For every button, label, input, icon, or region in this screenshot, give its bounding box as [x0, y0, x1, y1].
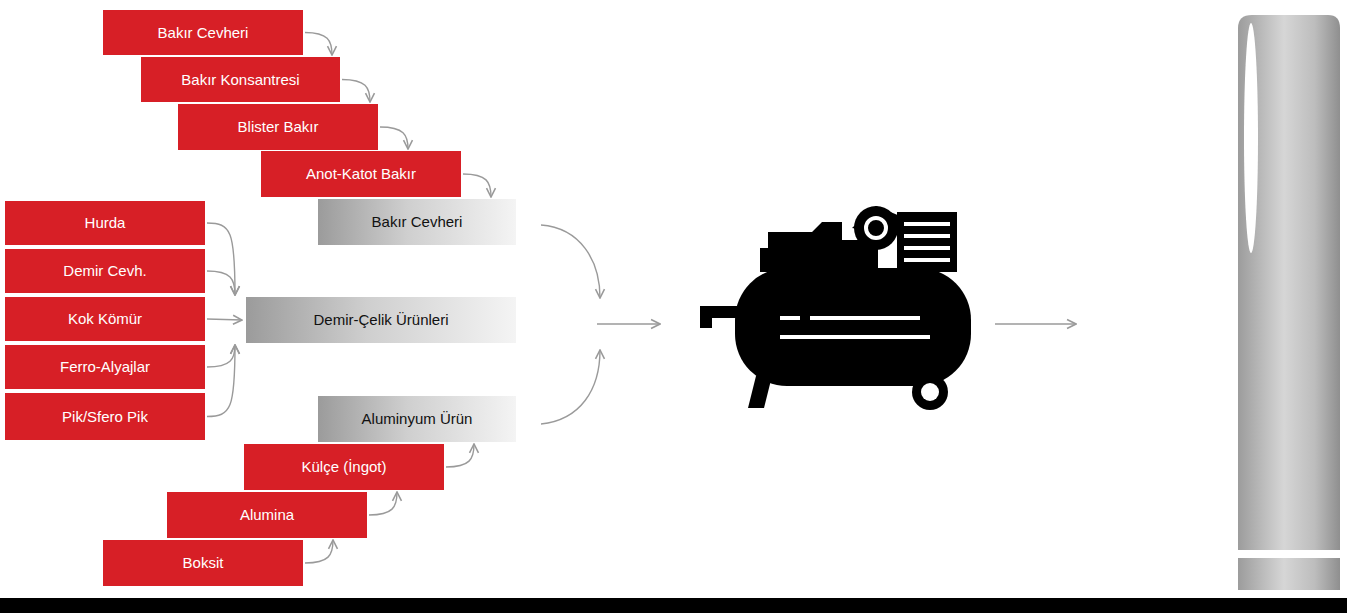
box-label: Demir-Çelik Ürünleri	[313, 311, 448, 329]
flow-connector	[463, 174, 491, 197]
flow-connector	[305, 540, 333, 563]
flow-connector	[207, 345, 235, 417]
input-box: Demir Cevh.	[5, 249, 205, 293]
product-box: Bakır Cevheri	[318, 199, 516, 245]
input-box: Bakır Konsantresi	[141, 57, 340, 102]
box-label: Kok Kömür	[68, 310, 142, 328]
box-label: Anot-Katot Bakır	[306, 165, 416, 183]
fridge-icon	[1238, 15, 1340, 590]
box-label: Blister Bakır	[238, 118, 319, 136]
input-box: Pik/Sfero Pik	[5, 393, 205, 440]
box-label: Bakır Konsantresi	[181, 71, 299, 89]
box-label: Aluminyum Ürün	[362, 410, 473, 428]
input-box: Kok Kömür	[5, 297, 205, 341]
flow-arrow	[597, 323, 660, 324]
box-label: Pik/Sfero Pik	[62, 408, 148, 426]
box-label: Bakır Cevheri	[372, 213, 463, 231]
input-box: Ferro-Alyajlar	[5, 345, 205, 389]
flow-connector	[380, 127, 408, 149]
box-label: Hurda	[85, 214, 126, 232]
input-box: Blister Bakır	[178, 104, 378, 150]
box-label: Külçe (İngot)	[301, 458, 386, 476]
box-label: Ferro-Alyajlar	[60, 358, 150, 376]
input-box: Anot-Katot Bakır	[261, 151, 461, 197]
flow-connector	[342, 80, 370, 103]
flow-connector	[207, 271, 235, 295]
product-box: Demir-Çelik Ürünleri	[246, 297, 516, 343]
product-box: Aluminyum Ürün	[318, 396, 516, 442]
flow-arrow	[541, 350, 600, 424]
box-label: Boksit	[183, 554, 224, 572]
bottom-bar	[0, 598, 1347, 613]
box-label: Alumina	[240, 506, 294, 524]
flow-arrow	[541, 225, 600, 298]
box-label: Demir Cevh.	[63, 262, 146, 280]
flow-connector	[207, 319, 242, 320]
compressor-wheel-hub	[921, 383, 939, 401]
compressor-icon	[700, 206, 971, 410]
flow-connector	[369, 492, 397, 515]
input-box: Alumina	[167, 492, 367, 538]
flow-connector	[446, 444, 474, 467]
flow-connector	[207, 223, 235, 295]
input-box: Külçe (İngot)	[244, 444, 444, 490]
box-label: Bakır Cevheri	[158, 24, 249, 42]
flow-connector	[207, 345, 235, 367]
flow-arrow	[995, 323, 1076, 324]
input-box: Bakır Cevheri	[103, 10, 303, 55]
flow-connector	[305, 33, 332, 56]
input-box: Hurda	[5, 201, 205, 245]
input-box: Boksit	[103, 540, 303, 586]
compressor-detail	[780, 218, 950, 337]
